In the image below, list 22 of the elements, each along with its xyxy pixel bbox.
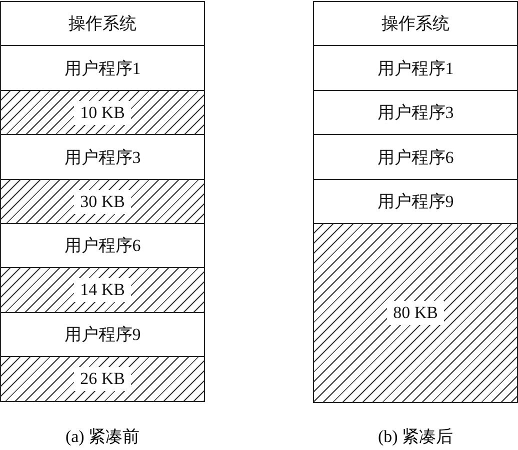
free-memory-block <box>0 178 205 224</box>
memory-block <box>0 45 205 92</box>
memory-block <box>313 134 518 180</box>
memory-block <box>313 178 518 224</box>
memory-block <box>0 312 205 358</box>
free-memory-block <box>0 90 205 136</box>
free-memory-block <box>0 356 205 402</box>
panel-caption: (b) 紧凑后 <box>376 426 454 448</box>
free-size-label: 30 KB <box>74 190 131 214</box>
free-size-label: 26 KB <box>74 367 131 392</box>
free-memory-block <box>0 267 205 314</box>
memory-block <box>0 223 205 269</box>
memory-block <box>0 1 205 47</box>
free-memory-block <box>313 223 518 402</box>
memory-block <box>313 90 518 136</box>
memory-block <box>313 45 518 92</box>
memory-block <box>313 1 518 47</box>
panel-caption: (a) 紧凑前 <box>64 426 141 448</box>
free-size-label: 14 KB <box>74 278 131 302</box>
free-size-label: 10 KB <box>74 100 131 125</box>
memory-block <box>0 134 205 180</box>
free-size-label: 80 KB <box>387 300 444 325</box>
